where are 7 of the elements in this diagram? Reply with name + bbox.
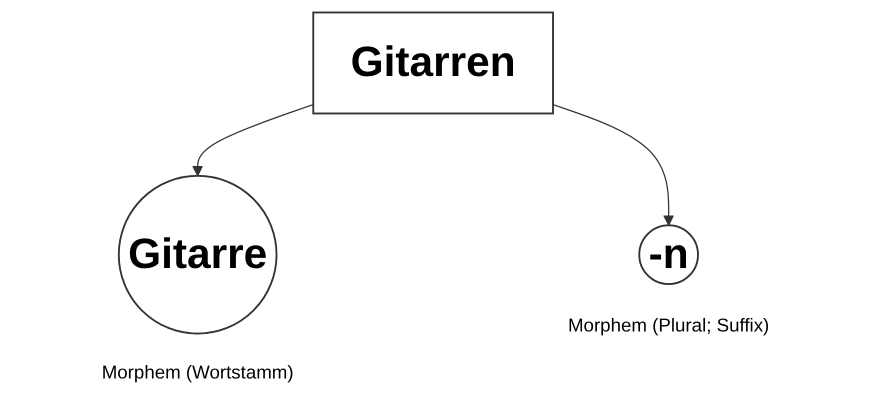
node-box: Gitarren [312,12,554,114]
node-label: Morphem (Wortstamm) [102,362,294,384]
node-circle: -n [638,224,699,285]
node-circle: Gitarre [118,174,278,335]
arrow [552,104,674,226]
arrow [192,104,314,176]
node-label: Morphem (Plural; Suffix) [568,315,770,336]
